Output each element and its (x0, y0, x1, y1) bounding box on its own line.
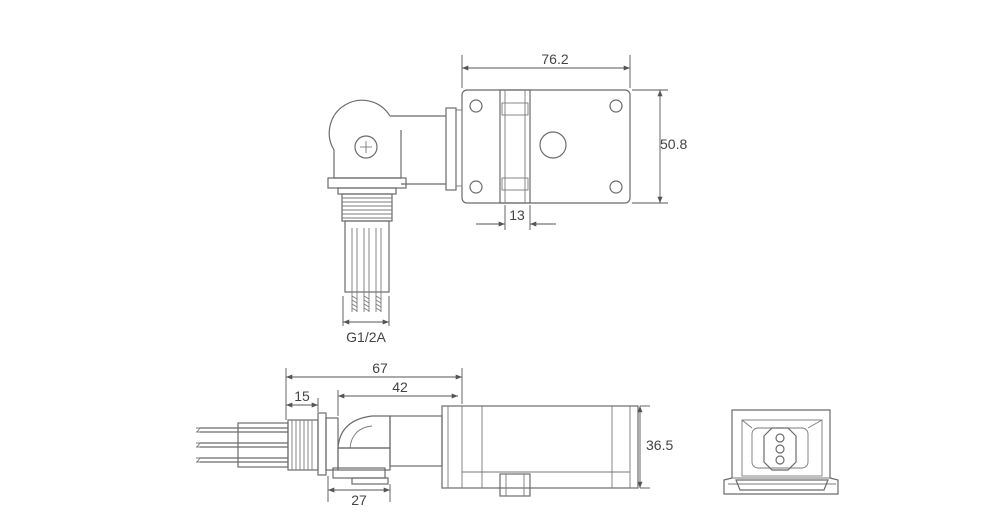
dim-side-height: 36.5 (637, 405, 673, 489)
dim-side-total-label: 67 (372, 360, 388, 376)
dim-top-height-label: 50.8 (660, 136, 687, 152)
side-elbow (332, 415, 443, 485)
dim-side-total: 67 (285, 360, 463, 420)
dim-side-height-label: 36.5 (646, 437, 673, 453)
dim-top-slot: 13 (476, 205, 556, 230)
dim-side-thread-label: 15 (294, 388, 310, 404)
dim-thread: G1/2A (342, 296, 390, 345)
side-view: 67 42 15 36.5 27 (196, 360, 673, 508)
side-wires (196, 422, 289, 468)
dim-top-width: 76.2 (461, 51, 631, 88)
dim-top-slot-label: 13 (509, 207, 525, 223)
top-elbow-arm (327, 99, 457, 195)
dim-side-elbow: 27 (327, 476, 391, 508)
top-body-plate (455, 89, 631, 204)
dim-side-elbow-label: 27 (351, 492, 367, 508)
dim-top-width-label: 76.2 (541, 51, 568, 67)
top-wires (344, 220, 390, 312)
dim-side-thread: 15 (286, 388, 319, 412)
dim-thread-label: G1/2A (346, 329, 386, 345)
top-view: 76.2 50.8 13 G1/2A (327, 51, 687, 345)
side-thread (287, 412, 339, 476)
dim-top-height: 50.8 (632, 89, 687, 204)
dim-side-body: 42 (337, 379, 458, 416)
end-view (723, 409, 839, 495)
side-body (441, 405, 639, 497)
dim-side-body-label: 42 (392, 379, 408, 395)
top-thread (341, 193, 393, 222)
